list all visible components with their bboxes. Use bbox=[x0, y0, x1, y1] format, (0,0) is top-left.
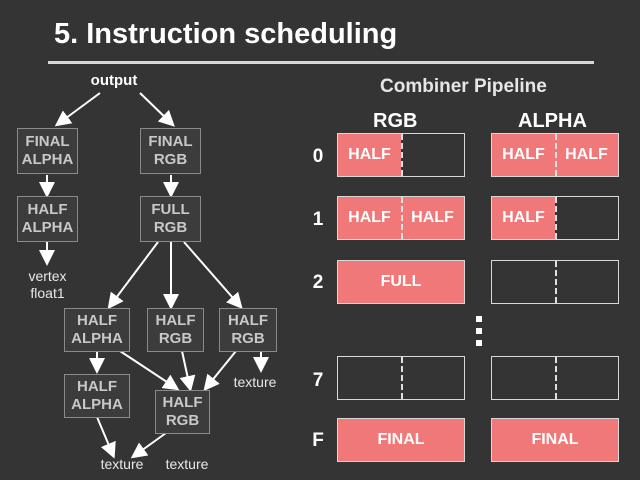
node-half-rgb-mid: HALF RGB bbox=[147, 308, 204, 352]
node-line2: RGB bbox=[153, 151, 188, 168]
node-line1: HALF bbox=[27, 201, 68, 218]
node-line1: HALF bbox=[77, 312, 117, 329]
node-line2: RGB bbox=[158, 330, 193, 347]
node-half-rgb-low: HALF RGB bbox=[155, 390, 210, 434]
node-half-alpha-low: HALF ALPHA bbox=[64, 374, 130, 418]
node-half-alpha-top: HALF ALPHA bbox=[17, 196, 78, 242]
arrow-half-rgb-mid-to-half-rgb-low bbox=[179, 350, 196, 392]
dependency-arrows bbox=[39, 92, 269, 459]
stage-half: HALF bbox=[338, 197, 401, 239]
row-label-7: 7 bbox=[312, 370, 324, 391]
stage-half bbox=[555, 261, 618, 303]
stage-half bbox=[338, 357, 401, 399]
stage-0-rgb: HALF bbox=[337, 133, 465, 177]
node-final-alpha: FINAL ALPHA bbox=[17, 128, 78, 174]
stage-half: HALF bbox=[401, 197, 464, 239]
node-line2: RGB bbox=[231, 330, 265, 347]
stage-half bbox=[492, 357, 555, 399]
stage-divider bbox=[401, 357, 403, 399]
node-line2: RGB bbox=[153, 219, 188, 236]
stage-half: HALF bbox=[492, 134, 555, 176]
stage-divider bbox=[555, 134, 557, 176]
slide-title: 5. Instruction scheduling bbox=[54, 18, 398, 50]
node-full-rgb: FULL RGB bbox=[140, 196, 201, 242]
stage-half: HALF bbox=[338, 134, 401, 176]
pipeline-title: Combiner Pipeline bbox=[380, 76, 547, 97]
node-line2: ALPHA bbox=[71, 330, 123, 347]
stage-0-alpha: HALF HALF bbox=[491, 133, 619, 177]
node-line2: ALPHA bbox=[71, 396, 123, 413]
stage-1-alpha: HALF bbox=[491, 196, 619, 240]
row-label-0: 0 bbox=[312, 146, 324, 167]
ellipsis-icon bbox=[476, 316, 484, 352]
node-line1: FULL bbox=[151, 201, 190, 218]
stage-divider bbox=[555, 197, 557, 239]
vertex-label: vertex float1 bbox=[17, 268, 78, 302]
stage-1-rgb: HALF HALF bbox=[337, 196, 465, 240]
texture-label-bottom-left: texture bbox=[100, 456, 144, 472]
node-line2: ALPHA bbox=[21, 219, 74, 236]
stage-full: FULL bbox=[338, 261, 464, 303]
arrow-half-rgb-right-to-half-rgb-low bbox=[203, 350, 237, 392]
title-underline bbox=[48, 61, 594, 64]
node-half-alpha-mid: HALF ALPHA bbox=[64, 308, 130, 352]
output-label: output bbox=[90, 72, 138, 89]
stage-divider bbox=[401, 134, 403, 176]
stage-half: HALF bbox=[555, 134, 618, 176]
node-line1: FINAL bbox=[25, 133, 70, 150]
node-line1: FINAL bbox=[148, 133, 193, 150]
node-line2: ALPHA bbox=[21, 151, 74, 168]
arrow-output-to-final-alpha bbox=[54, 92, 101, 127]
arrow-output-to-final-rgb bbox=[139, 92, 175, 127]
node-final-rgb: FINAL RGB bbox=[140, 128, 201, 174]
arrow-half-alpha-low-to-texture bbox=[96, 416, 116, 459]
stage-half: HALF bbox=[492, 197, 555, 239]
stage-divider bbox=[555, 357, 557, 399]
node-line1: HALF bbox=[77, 378, 117, 395]
stage-half bbox=[555, 197, 618, 239]
node-line1: HALF bbox=[228, 312, 268, 329]
texture-label-right: texture bbox=[233, 374, 277, 390]
stage-divider bbox=[555, 261, 557, 303]
row-label-1: 1 bbox=[312, 209, 324, 230]
arrow-full-rgb-to-half-rgb-right bbox=[183, 241, 243, 310]
column-header-rgb: RGB bbox=[373, 110, 418, 132]
row-label-f: F bbox=[312, 430, 324, 451]
node-line1: HALF bbox=[155, 312, 196, 329]
stage-half bbox=[401, 357, 464, 399]
arrow-full-rgb-to-half-alpha-mid bbox=[107, 241, 159, 310]
stage-2-rgb: FULL bbox=[337, 260, 465, 304]
stage-divider bbox=[401, 197, 403, 239]
arrow-half-alpha-mid-to-half-rgb-low bbox=[119, 350, 180, 391]
arrow-half-rgb-low-to-texture bbox=[130, 432, 167, 459]
row-label-2: 2 bbox=[312, 272, 324, 293]
stage-7-alpha bbox=[491, 356, 619, 400]
stage-2-alpha bbox=[491, 260, 619, 304]
node-line2: RGB bbox=[165, 412, 200, 429]
texture-label-bottom-right: texture bbox=[165, 456, 209, 472]
stage-half bbox=[555, 357, 618, 399]
node-line1: HALF bbox=[162, 394, 203, 411]
stage-half bbox=[492, 261, 555, 303]
column-header-alpha: ALPHA bbox=[518, 110, 587, 132]
stage-full: FINAL bbox=[338, 419, 464, 461]
vertex-text: vertex bbox=[28, 268, 67, 284]
stage-f-alpha: FINAL bbox=[491, 418, 619, 462]
stage-7-rgb bbox=[337, 356, 465, 400]
stage-half bbox=[401, 134, 464, 176]
node-half-rgb-right: HALF RGB bbox=[219, 308, 277, 352]
float1-text: float1 bbox=[30, 285, 65, 301]
stage-f-rgb: FINAL bbox=[337, 418, 465, 462]
stage-full: FINAL bbox=[492, 419, 618, 461]
